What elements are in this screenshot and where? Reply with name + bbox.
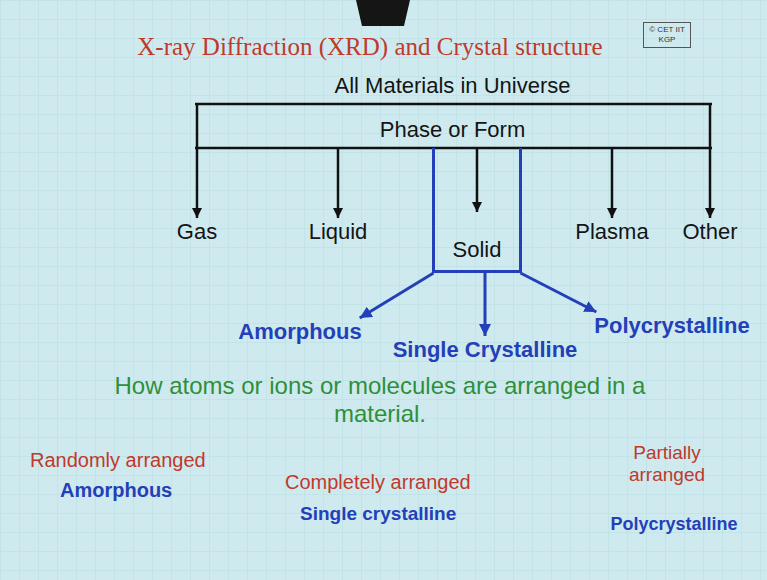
node-label: Polycrystalline xyxy=(594,314,749,338)
connector-arrow xyxy=(484,273,487,336)
connector-arrow xyxy=(196,148,199,218)
node-label: Solid xyxy=(439,238,515,262)
class-label: Amorphous xyxy=(60,478,230,502)
band-subheading: Phase or Form xyxy=(190,118,715,142)
note-text: How atoms or ions or molecules are arran… xyxy=(70,372,690,428)
connector-arrow xyxy=(709,148,712,218)
node-label: Plasma xyxy=(575,220,648,244)
connector-arrow xyxy=(360,273,434,318)
bracket-line xyxy=(195,103,712,106)
box-extension xyxy=(519,148,522,213)
bracket-line xyxy=(196,104,199,148)
node-label: Other xyxy=(682,220,737,244)
phase-node: Gas xyxy=(171,218,223,246)
category-band: All Materials in UniversePhase or Form xyxy=(190,72,715,148)
node-label: Amorphous xyxy=(238,320,361,344)
binder-clip xyxy=(356,0,410,26)
solid-type-node: Single Crystalline xyxy=(387,336,584,364)
node-label: Single Crystalline xyxy=(393,338,578,362)
node-label: Liquid xyxy=(309,220,368,244)
connector-arrow xyxy=(521,273,597,312)
phase-node: Plasma xyxy=(569,218,654,246)
logo-mark: © CET IIT KGP xyxy=(643,22,691,48)
class-label: Polycrystalline xyxy=(588,512,760,536)
band-heading: All Materials in Universe xyxy=(190,74,715,98)
box-extension xyxy=(432,148,435,213)
diagram-title: X-ray Diffraction (XRD) and Crystal stru… xyxy=(100,32,640,62)
class-label: Single crystalline xyxy=(300,502,510,526)
solid-type-node: Polycrystalline xyxy=(588,312,755,340)
connector-arrow xyxy=(337,148,340,218)
arrangement-label: Completely arranged xyxy=(285,470,500,494)
phase-node: Other xyxy=(676,218,743,246)
phase-node: Liquid xyxy=(303,218,374,246)
arrangement-label: Partially arranged xyxy=(612,442,722,486)
solid-type-node: Amorphous xyxy=(232,318,367,346)
arrangement-label: Randomly arranged xyxy=(30,448,250,472)
bracket-line xyxy=(195,147,712,150)
connector-arrow xyxy=(611,148,614,218)
node-label: Gas xyxy=(177,220,217,244)
bracket-line xyxy=(709,104,712,148)
phase-box: Solid xyxy=(432,212,522,273)
connector-arrow xyxy=(476,148,479,212)
